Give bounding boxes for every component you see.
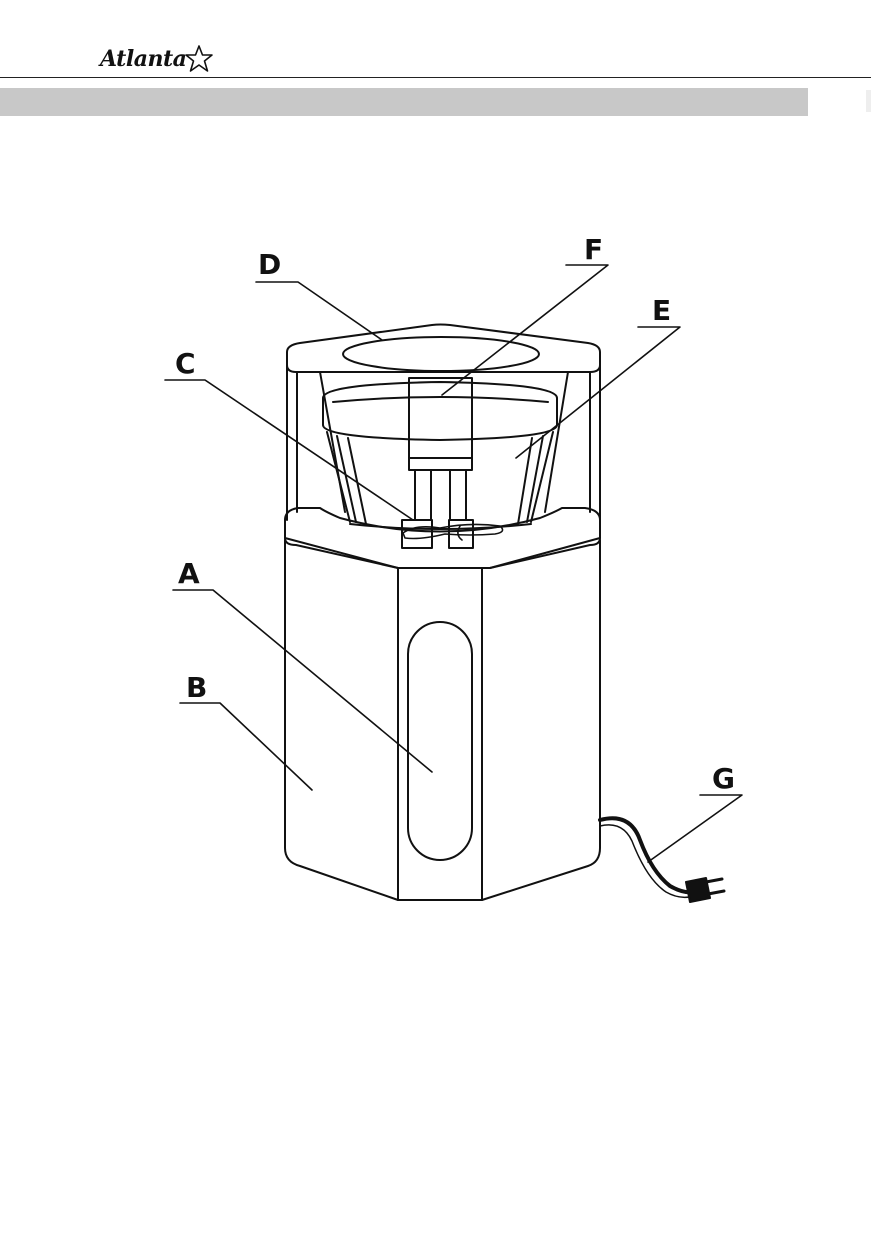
label-f: F: [584, 233, 603, 266]
leader-lines: [165, 265, 742, 862]
label-g: G: [712, 762, 735, 795]
label-b: B: [186, 671, 207, 704]
lid: [287, 325, 600, 373]
label-a: A: [178, 557, 200, 590]
base-shoulder: [285, 508, 600, 568]
safety-lock: [402, 378, 473, 548]
label-e: E: [652, 294, 671, 327]
switch-button: [408, 622, 472, 860]
body: [285, 540, 600, 900]
grinding-bowl: [323, 382, 557, 529]
lid-frame: [287, 362, 600, 520]
label-d: D: [258, 248, 281, 281]
label-c: C: [175, 347, 196, 380]
power-cord: [600, 818, 724, 902]
